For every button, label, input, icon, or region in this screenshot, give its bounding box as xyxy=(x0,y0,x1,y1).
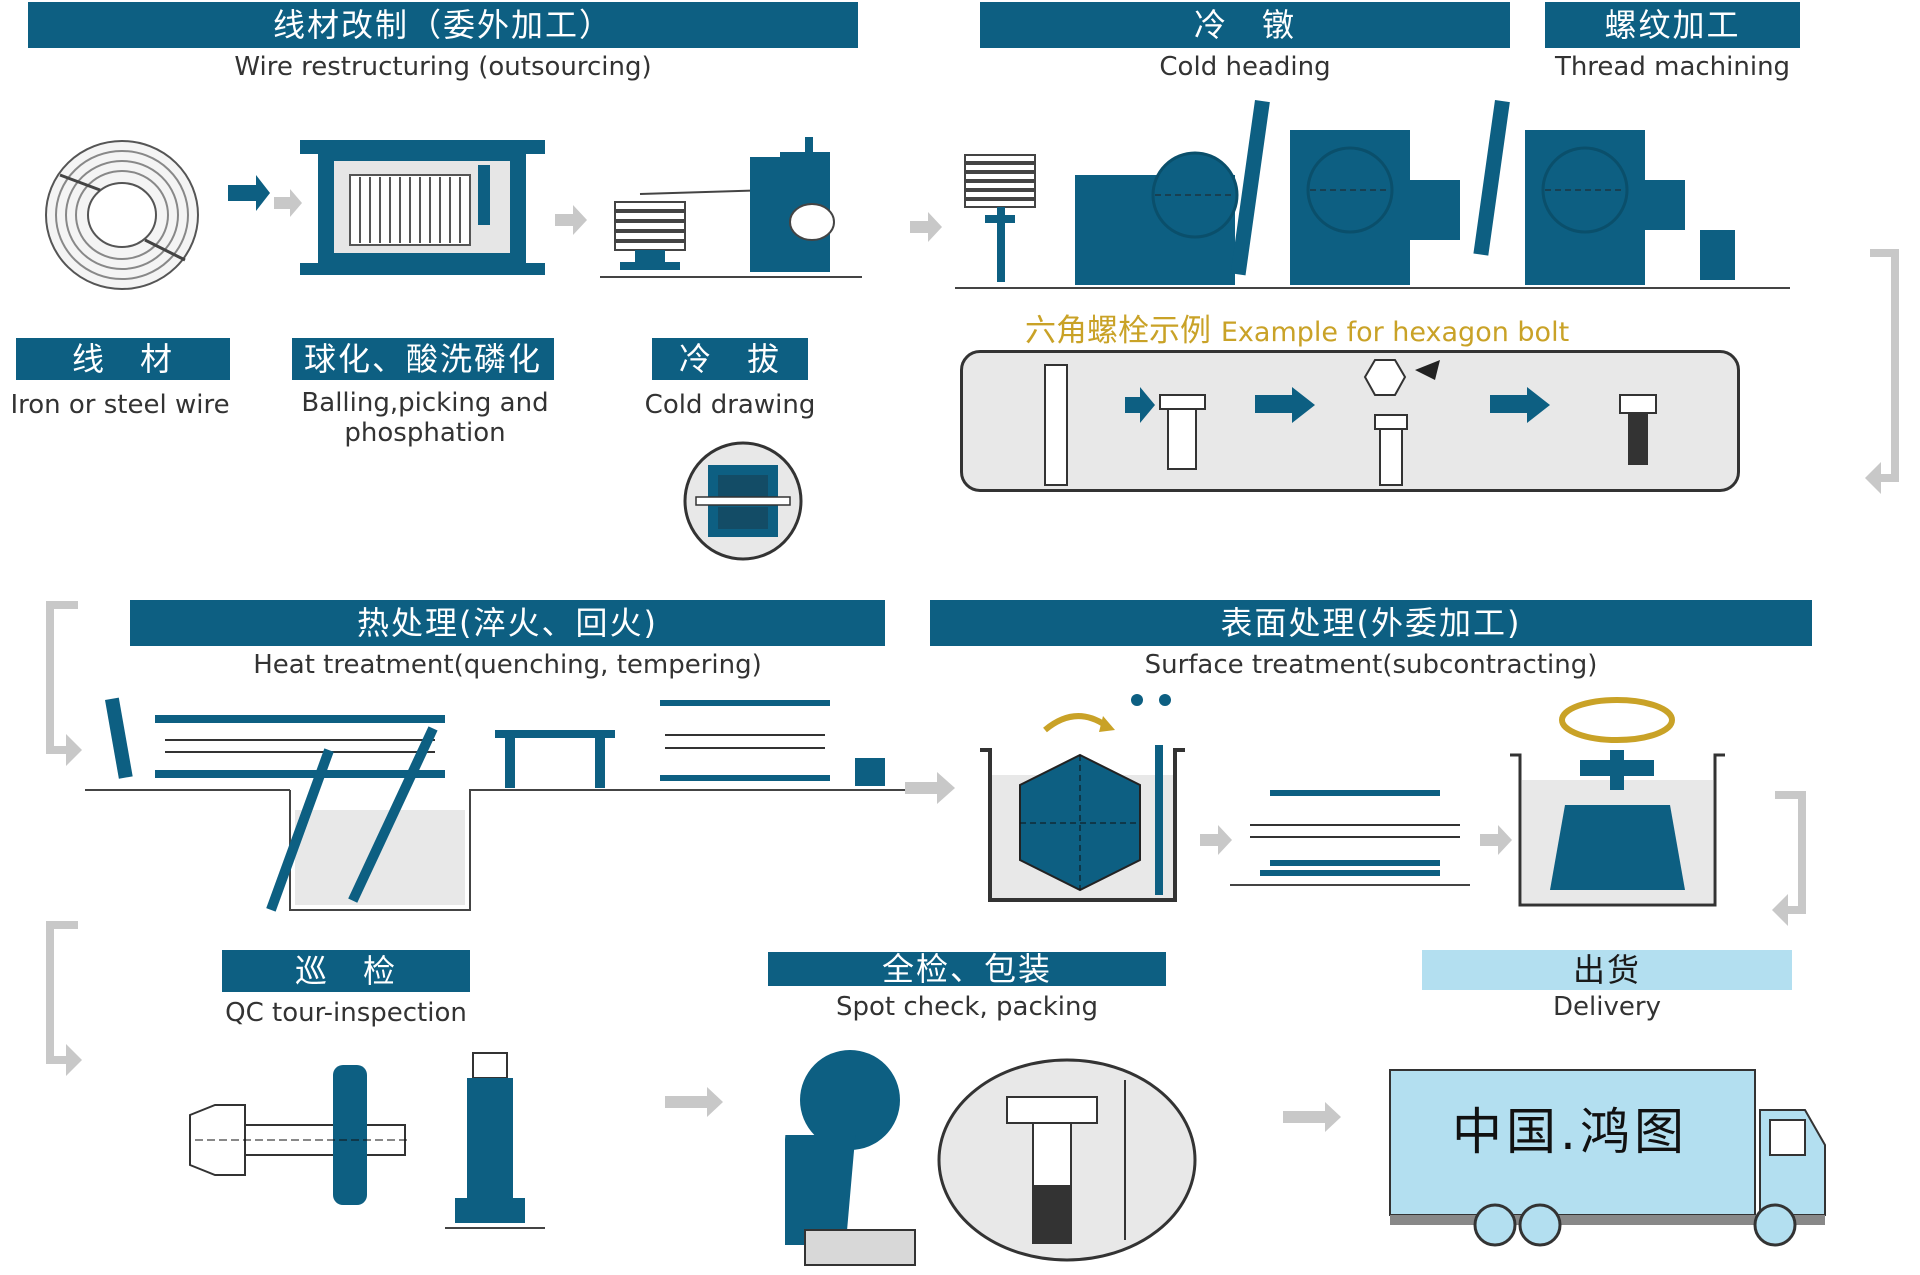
label-wire-restructuring: Wire restructuring (outsourcing) xyxy=(234,52,652,82)
header-thread-machining: 螺纹加工 xyxy=(1545,2,1800,48)
label-cold-drawing: Cold drawing xyxy=(644,390,816,420)
hexagon-bolt-example-panel xyxy=(960,350,1740,492)
bolt-gauge-icon xyxy=(189,1065,407,1205)
arrow-icon xyxy=(905,772,955,804)
drying-conveyor-icon xyxy=(1230,790,1470,886)
label-packing: Spot check, packing xyxy=(835,992,1099,1022)
heat-treatment-line-icon xyxy=(85,697,905,912)
plating-tank-icon xyxy=(980,694,1185,902)
label-delivery: Delivery xyxy=(1553,992,1661,1022)
balling-furnace-icon xyxy=(300,140,545,275)
header-wire-restructuring: 线材改制（委外加工） xyxy=(28,2,858,48)
thread-gauge-icon xyxy=(445,1052,545,1229)
label-thread-machining: Thread machining xyxy=(1554,52,1791,82)
arrow-icon xyxy=(665,1087,723,1117)
flow-bracket-icon xyxy=(46,601,82,766)
header-wire: 线 材 xyxy=(16,338,230,380)
label-balling-line1: Balling,picking and xyxy=(301,388,549,418)
arrow-icon xyxy=(910,212,942,242)
drawing-die-icon xyxy=(683,441,803,561)
arrow-icon xyxy=(1480,825,1512,855)
coating-tank-icon xyxy=(1510,697,1725,907)
header-cold-heading: 冷 镦 xyxy=(980,2,1510,48)
arrow-icon xyxy=(228,175,302,217)
example-title-en: Example for hexagon bolt xyxy=(1220,317,1570,348)
label-cold-heading: Cold heading xyxy=(1159,52,1331,82)
label-wire: Iron or steel wire xyxy=(10,390,230,420)
example-title: 六角螺栓示例 Example for hexagon bolt xyxy=(1025,305,1569,350)
header-qc: 巡 检 xyxy=(222,950,470,992)
label-balling-line2: phosphation xyxy=(344,418,506,448)
header-delivery: 出货 xyxy=(1422,950,1792,990)
header-heat-treatment: 热处理(淬火、回火) xyxy=(130,600,885,646)
bolt-forming-steps-icon xyxy=(1044,359,1657,486)
arrow-icon xyxy=(555,205,587,235)
label-surface-treatment: Surface treatment(subcontracting) xyxy=(1144,650,1598,680)
sorting-machine-icon xyxy=(785,1050,916,1266)
header-packing: 全检、包装 xyxy=(768,952,1166,986)
flow-bracket-icon xyxy=(46,921,82,1076)
delivery-truck-icon xyxy=(1389,1069,1826,1247)
header-surface-treatment: 表面处理(外委加工) xyxy=(930,600,1812,646)
bolt-inspection-lens-icon xyxy=(937,1058,1197,1262)
cold-drawing-machine-icon xyxy=(600,137,862,278)
cold-heading-machines-icon xyxy=(955,100,1790,289)
header-cold-drawing: 冷 拔 xyxy=(652,338,808,380)
flow-bracket-icon xyxy=(1772,791,1806,926)
wire-coil-icon xyxy=(45,140,199,290)
label-heat-treatment: Heat treatment(quenching, tempering) xyxy=(253,650,762,680)
truck-brand-text: 中国.鸿图 xyxy=(1452,1103,1688,1161)
flow-bracket-icon xyxy=(1865,249,1899,494)
example-title-cn: 六角螺栓示例 xyxy=(1025,313,1211,349)
arrow-icon xyxy=(1200,825,1232,855)
header-balling: 球化、酸洗磷化 xyxy=(292,338,554,380)
label-qc: QC tour-inspection xyxy=(225,998,467,1028)
arrow-icon xyxy=(1283,1102,1341,1132)
